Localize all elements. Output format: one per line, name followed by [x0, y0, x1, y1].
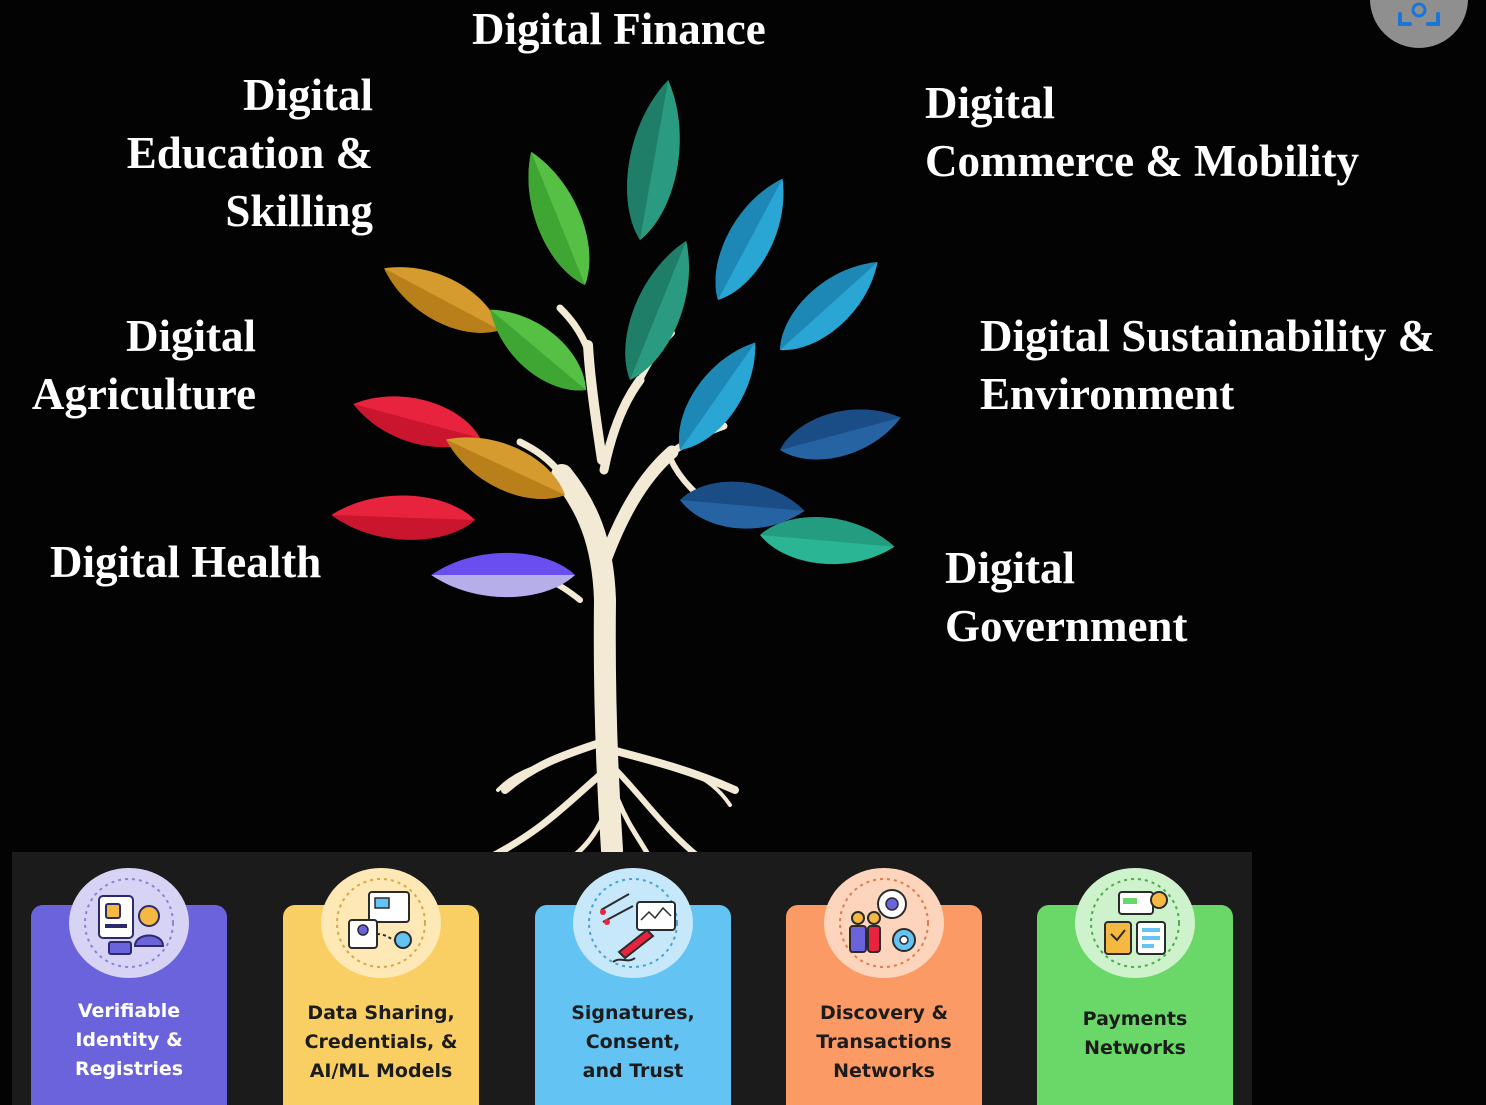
screenshot-button[interactable] — [1370, 0, 1468, 48]
sector-label-education: Digital Education & Skilling — [126, 70, 373, 236]
leaf-blue — [698, 168, 803, 311]
sector-label-finance: Digital Finance — [472, 4, 766, 54]
leaf-cluster — [330, 75, 907, 598]
pillar-label: Payments Networks — [1082, 1008, 1188, 1059]
pillar-label: Verifiable Identity & Registries — [74, 1000, 184, 1080]
leaf-navy — [677, 476, 807, 534]
payments-icon — [1075, 868, 1195, 978]
leaf-gold — [373, 248, 511, 350]
screenshot-scan-icon — [1398, 2, 1440, 26]
signature-icon — [573, 868, 693, 978]
leaf-red — [347, 382, 486, 460]
leaf-green — [476, 292, 601, 407]
leaf-gold — [436, 419, 575, 516]
sector-label-commerce: Digital Commerce & Mobility — [925, 78, 1360, 186]
leaf-blue — [765, 245, 893, 367]
discovery-network-icon — [824, 868, 944, 978]
tree-trunk — [481, 304, 739, 865]
pillar-card-signatures: Signatures, Consent, and Trust — [535, 905, 731, 1105]
leaf-red — [330, 492, 476, 543]
leaf-teal — [616, 75, 693, 245]
sector-label-government: Digital Government — [945, 543, 1188, 651]
leaf-teal — [757, 511, 897, 570]
sector-label-agriculture: Digital Agriculture — [31, 311, 256, 419]
pillar-label: Data Sharing, Credentials, & AI/ML Model… — [304, 1002, 458, 1082]
leaf-blue — [661, 329, 774, 463]
pillar-label: Discovery & Transactions Networks — [816, 1002, 952, 1082]
pillar-card-payments: Payments Networks — [1037, 905, 1233, 1105]
pillar-label: Signatures, Consent, and Trust — [571, 1002, 695, 1082]
leaf-green — [510, 143, 606, 294]
sector-label-health: Digital Health — [50, 537, 322, 587]
data-sharing-icon — [321, 868, 441, 978]
leaf-teal — [608, 232, 708, 389]
sector-label-sustainability: Digital Sustainability & Environment — [980, 311, 1436, 419]
id-card-icon — [69, 868, 189, 978]
leaf-purple — [431, 552, 575, 598]
leaf-navy — [774, 396, 907, 472]
